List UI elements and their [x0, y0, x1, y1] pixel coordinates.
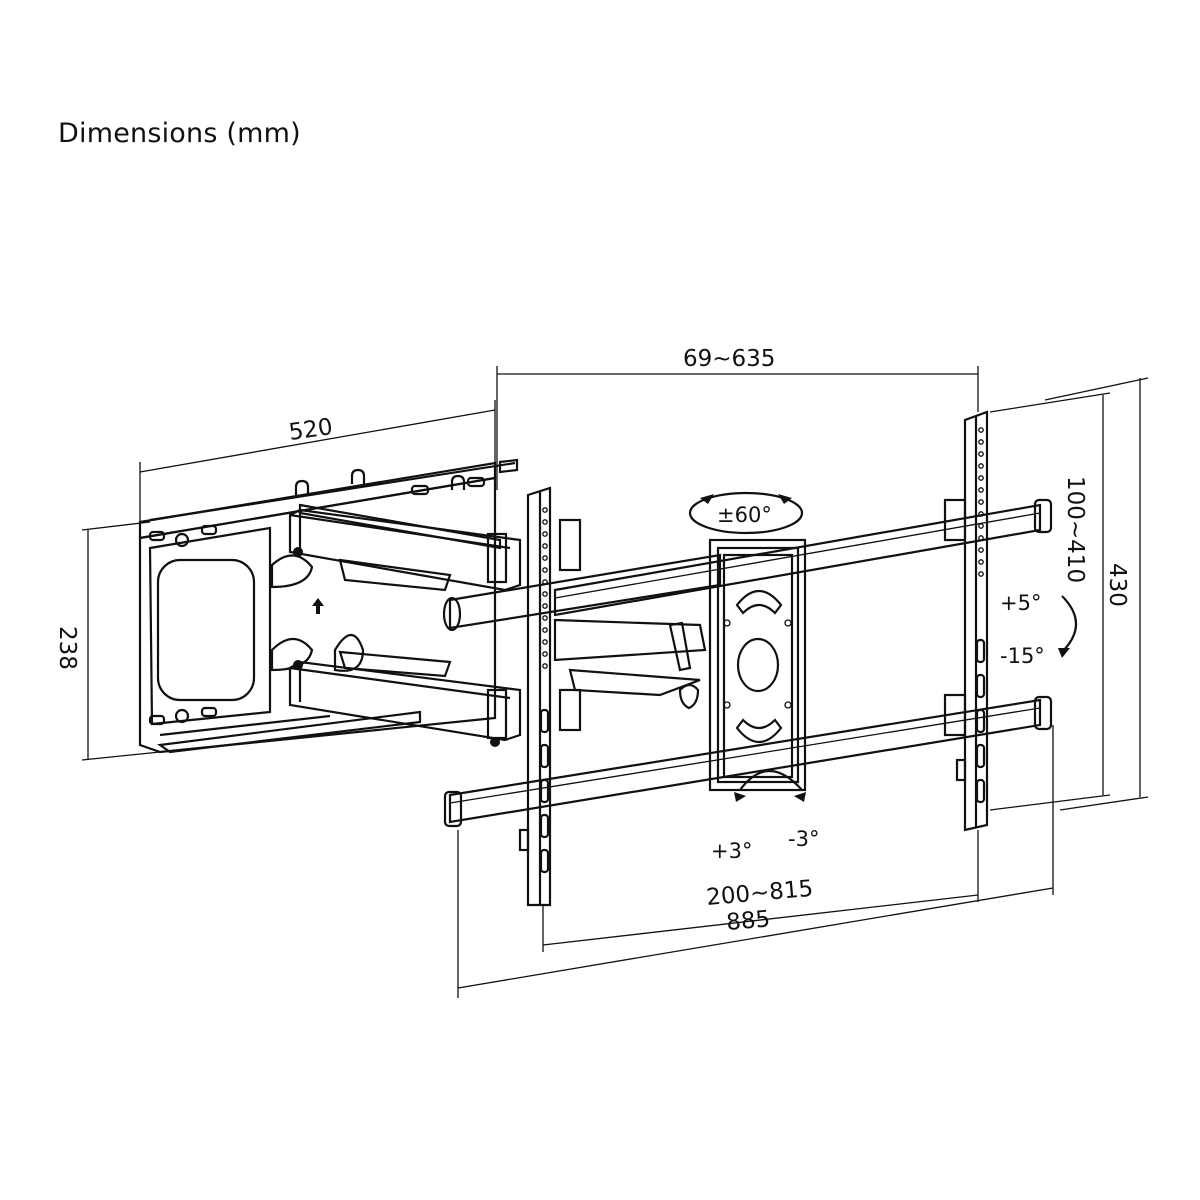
center-arm: [442, 518, 722, 732]
tilt-plate: [708, 538, 807, 792]
angle-swivel: ±60°: [717, 503, 772, 527]
dimension-vertical-hole-range: 100~410: [1062, 476, 1088, 583]
angle-roll-minus: -3°: [788, 827, 819, 851]
dimension-lines: [81, 366, 1149, 998]
roll-arrow: [734, 769, 806, 802]
dimension-horizontal-adjust: 69~635: [683, 346, 775, 372]
wall-plate-top-edge: [498, 458, 519, 474]
vertical-bracket-right: [943, 410, 989, 832]
dimension-arm-length: 520: [287, 414, 334, 446]
swing-arm-lower: [288, 547, 522, 747]
swing-arm-upper: [288, 503, 522, 592]
dimension-total-height: 430: [1104, 563, 1130, 607]
tilt-arrow: [1058, 595, 1077, 658]
swivel-arrow: [688, 491, 804, 535]
dimension-total-width: 885: [725, 906, 771, 936]
dimension-wall-plate-height: 238: [54, 626, 80, 670]
page-title: Dimensions (mm): [58, 118, 301, 149]
wall-plate: [138, 461, 516, 754]
rail-lower: [443, 695, 1053, 828]
dimension-horizontal-hole-range: 200~815: [705, 876, 814, 911]
vertical-bracket-left: [518, 486, 552, 907]
angle-tilt-down: -15°: [1000, 644, 1045, 668]
angle-roll-plus: +3°: [711, 839, 752, 863]
angle-tilt-up: +5°: [1000, 591, 1041, 615]
left-bracket-holes: [539, 507, 550, 874]
right-bracket-holes: [975, 427, 986, 804]
